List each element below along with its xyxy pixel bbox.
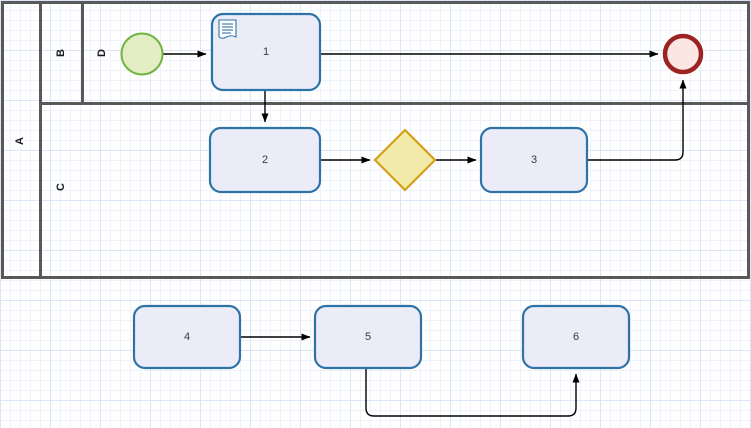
task-2[interactable] <box>208 126 322 194</box>
task-1[interactable] <box>210 12 322 92</box>
flow-task3-to-end[interactable] <box>587 79 687 161</box>
gateway[interactable] <box>373 128 437 192</box>
lane-label-d: D <box>96 49 108 57</box>
start-event[interactable] <box>120 32 164 76</box>
task-6[interactable] <box>521 304 631 370</box>
task-4[interactable] <box>132 304 242 370</box>
pool-a[interactable] <box>1 1 750 279</box>
task-3[interactable] <box>479 126 589 194</box>
flow-task5-to-task6[interactable] <box>365 368 580 417</box>
lane-label-a: A <box>14 137 26 145</box>
lane-label-c: C <box>55 183 67 191</box>
node-layer <box>120 12 704 370</box>
script-icon <box>218 19 237 39</box>
lane-label-b: B <box>55 49 67 57</box>
connector-layer <box>163 50 687 417</box>
lane-b[interactable] <box>40 2 749 105</box>
task-5[interactable] <box>313 304 423 370</box>
end-event[interactable] <box>662 33 704 75</box>
